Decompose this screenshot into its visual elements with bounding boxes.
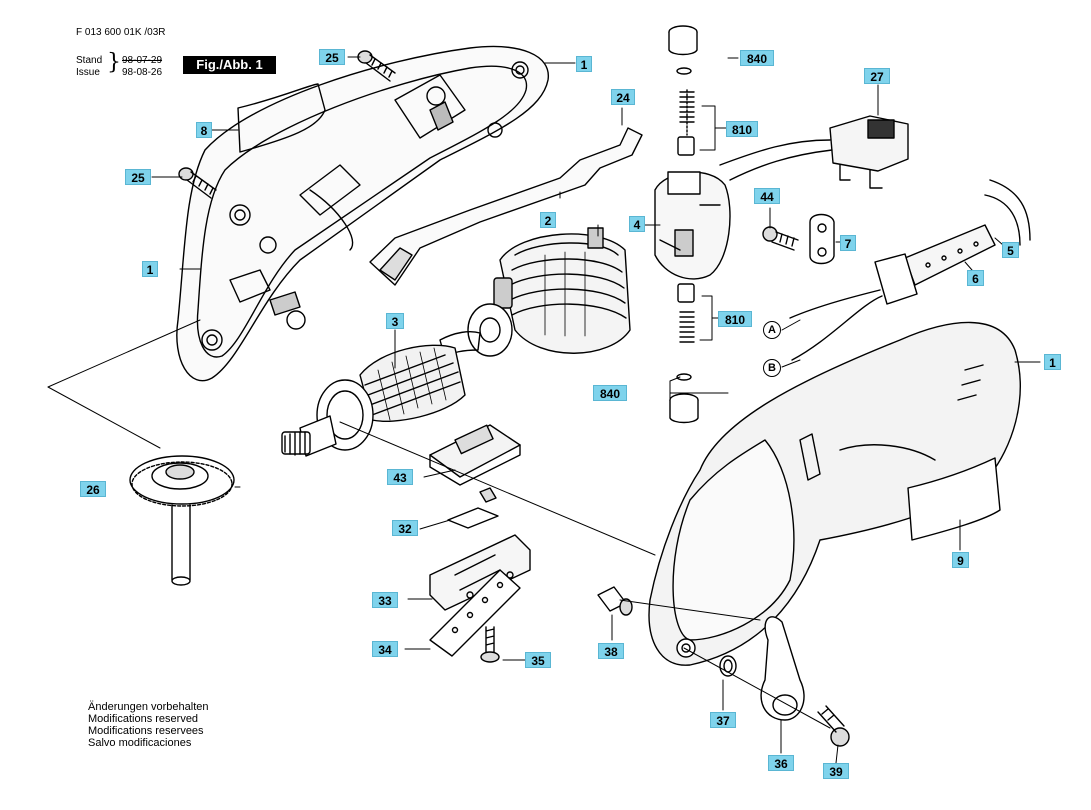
part-label-39: 39 (823, 763, 849, 779)
footer-line-fr: Modifications reservees (88, 725, 204, 737)
brush-bottom (677, 283, 695, 303)
locking-pin-38 (597, 586, 633, 616)
part-label-34: 34 (372, 641, 398, 657)
part-label-24: 24 (611, 89, 635, 105)
part-label-25-left: 25 (125, 169, 151, 185)
brush-cap-bottom (669, 373, 699, 424)
power-cable (789, 179, 1031, 361)
gear (129, 455, 235, 586)
part-label-5: 5 (1002, 242, 1019, 258)
connector-a-marker: A (763, 321, 781, 339)
footer-line-de: Änderungen vorbehalten (88, 701, 209, 713)
housing-half-left (176, 45, 549, 382)
issue-label: Issue (76, 67, 100, 78)
part-label-33: 33 (372, 592, 398, 608)
cable-clamp (809, 213, 835, 265)
part-label-9: 9 (952, 552, 969, 568)
part-label-26: 26 (80, 481, 106, 497)
part-label-840-top: 840 (740, 50, 774, 66)
spring-bottom (679, 311, 695, 343)
footer-line-es: Salvo modificaciones (88, 737, 192, 749)
clip-block (429, 424, 521, 486)
knob-36 (760, 616, 805, 721)
screw-44 (762, 226, 799, 251)
part-label-8: 8 (196, 122, 212, 138)
part-label-840-bottom: 840 (593, 385, 627, 401)
part-label-38: 38 (598, 643, 624, 659)
armature (281, 303, 513, 457)
part-label-1-right: 1 (1044, 354, 1061, 370)
part-label-6: 6 (967, 270, 984, 286)
footer-line-en: Modifications reserved (88, 713, 199, 725)
part-label-7: 7 (840, 235, 856, 251)
lever-33 (429, 534, 531, 611)
brush-top (677, 136, 695, 156)
part-label-4: 4 (629, 216, 645, 232)
date-brace: } (107, 50, 121, 75)
part-label-35: 35 (525, 652, 551, 668)
issue-date: 98-08-26 (122, 67, 163, 78)
ring-37 (719, 655, 737, 677)
switch-slider (369, 127, 643, 286)
housing-half-right (648, 321, 1021, 666)
screw-35 (480, 626, 500, 663)
screw-39 (817, 705, 850, 747)
connector-b-marker: B (763, 359, 781, 377)
part-label-32: 32 (392, 520, 418, 536)
plate-32 (447, 507, 499, 529)
field-coil (493, 227, 631, 354)
part-label-36: 36 (768, 755, 794, 771)
part-label-2: 2 (540, 212, 556, 228)
spring-top (679, 91, 695, 123)
part-label-43: 43 (387, 469, 413, 485)
part-label-37: 37 (710, 712, 736, 728)
part-label-25-top: 25 (319, 49, 345, 65)
switch (719, 115, 909, 189)
brush-holder (654, 171, 731, 280)
screw-top (357, 50, 396, 82)
brush-cap-top (668, 25, 698, 75)
footer-notes: Änderungen vorbehalten Modifications res… (88, 701, 208, 749)
part-label-810-mid: 810 (718, 311, 752, 327)
part-label-1-top: 1 (576, 56, 592, 72)
label-sheet-bottom (907, 457, 1001, 541)
label-sheet-top (237, 83, 326, 153)
part-label-3: 3 (386, 313, 404, 329)
doc-number: F 013 600 01K /03R (76, 27, 166, 38)
part-label-27: 27 (864, 68, 890, 84)
stand-label: Stand (76, 55, 103, 66)
part-label-44: 44 (754, 188, 780, 204)
stand-date: 98-07-29 (122, 55, 163, 66)
figure-title: Fig./Abb. 1 (183, 56, 276, 74)
part-label-810-top: 810 (726, 121, 758, 137)
part-label-1-left: 1 (142, 261, 158, 277)
lever-34 (429, 569, 521, 657)
